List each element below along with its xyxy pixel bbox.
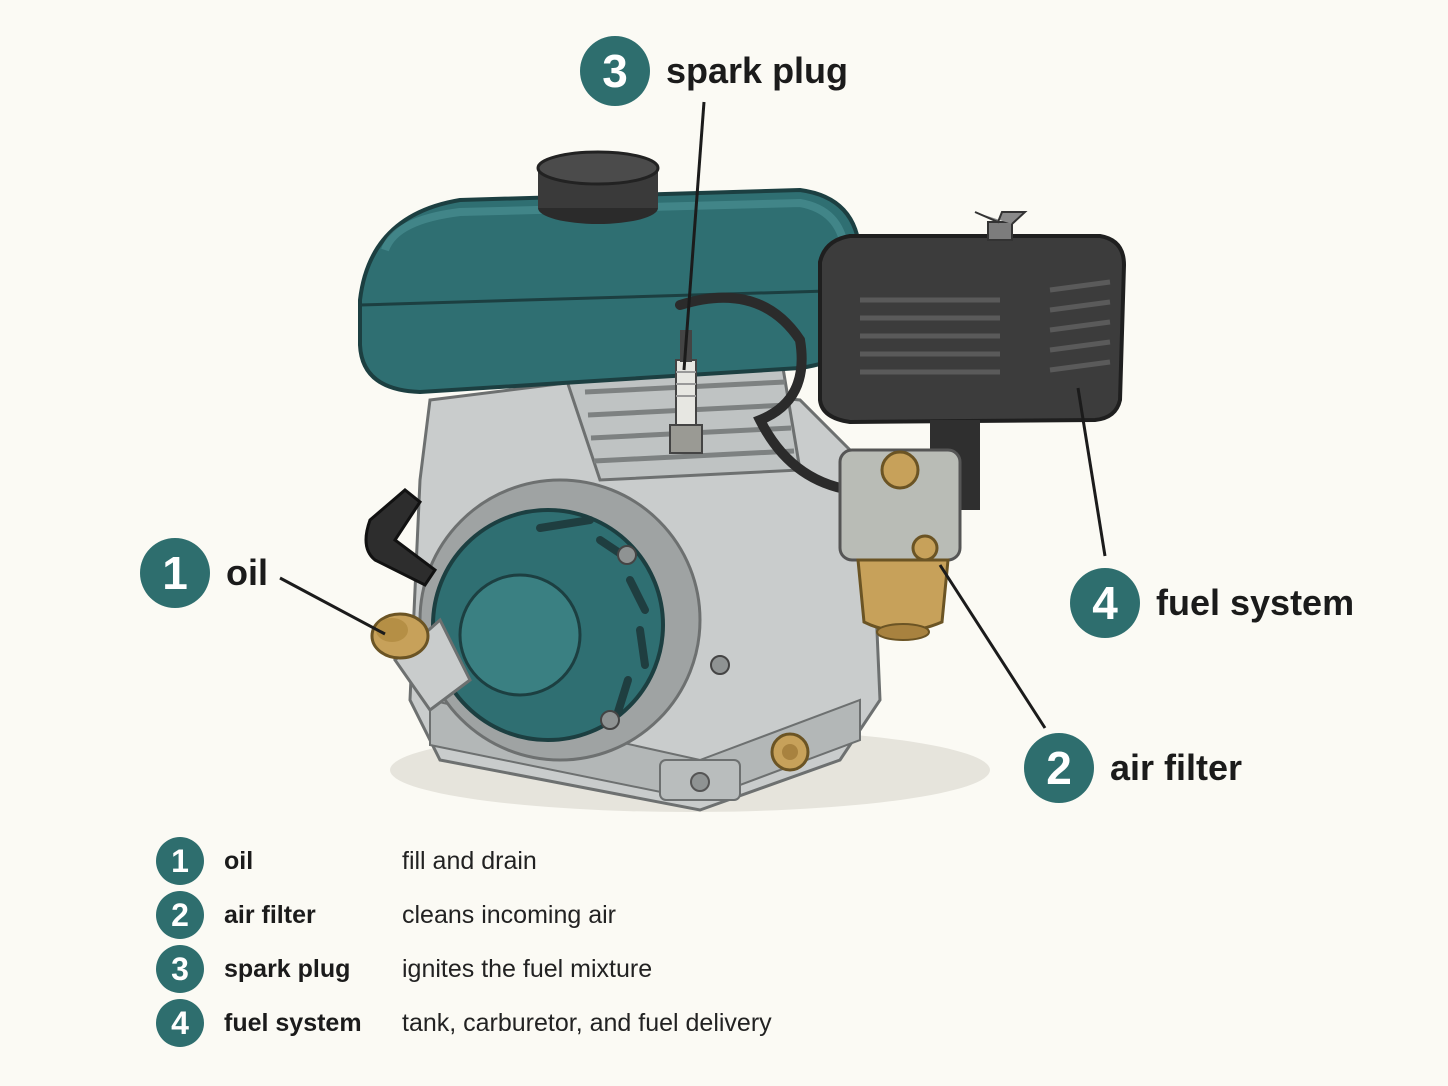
callout-badge: 2 [1024,733,1094,803]
legend-description: fill and drain [402,846,537,875]
fuel-hose [675,292,855,495]
legend-description: tank, carburetor, and fuel delivery [402,1008,772,1037]
legend: 1 oil fill and drain 2 air filter cleans… [156,834,916,1050]
callout-air-filter: 2 air filter [1024,733,1242,803]
legend-row: 3 spark plug ignites the fuel mixture [156,942,916,996]
callout-fuel-system: 4 fuel system [1070,568,1354,638]
legend-name: oil [224,846,254,875]
callout-badge: 1 [140,538,210,608]
spark-plug [669,330,703,454]
leader-line-spark-plug [682,101,706,371]
carburetor [838,420,980,641]
starter-handle [364,488,438,587]
legend-row: 1 oil fill and drain [156,834,916,888]
callout-label: spark plug [666,50,849,91]
leader-line-fuel-system [1076,387,1107,557]
legend-badge: 4 [156,999,204,1047]
oil-fill-cap [370,612,472,713]
leader-line-oil [279,576,386,636]
leader-line-air-filter [938,564,1047,729]
air-filter-housing [818,211,1127,425]
legend-row: 2 air filter cleans incoming air [156,888,916,942]
legend-name: fuel system [224,1008,362,1037]
legend-name: spark plug [224,954,351,983]
fuel-tank [358,187,862,395]
legend-description: ignites the fuel mixture [402,954,653,983]
callout-badge: 4 [1070,568,1140,638]
recoil-starter [418,478,730,762]
callout-badge: 3 [580,36,650,106]
callout-label: air filter [1110,747,1243,788]
callout-oil: 1 oil [140,538,268,608]
oil-drain-plug [770,732,810,772]
legend-badge: 3 [156,945,204,993]
legend-row: 4 fuel system tank, carburetor, and fuel… [156,996,916,1050]
legend-name: air filter [224,900,316,929]
fuel-cap [536,150,660,224]
legend-badge: 2 [156,891,204,939]
callout-label: fuel system [1156,582,1355,623]
callout-spark-plug: 3 spark plug [580,36,848,106]
legend-badge: 1 [156,837,204,885]
legend-description: cleans incoming air [402,900,616,929]
callout-label: oil [226,552,268,593]
